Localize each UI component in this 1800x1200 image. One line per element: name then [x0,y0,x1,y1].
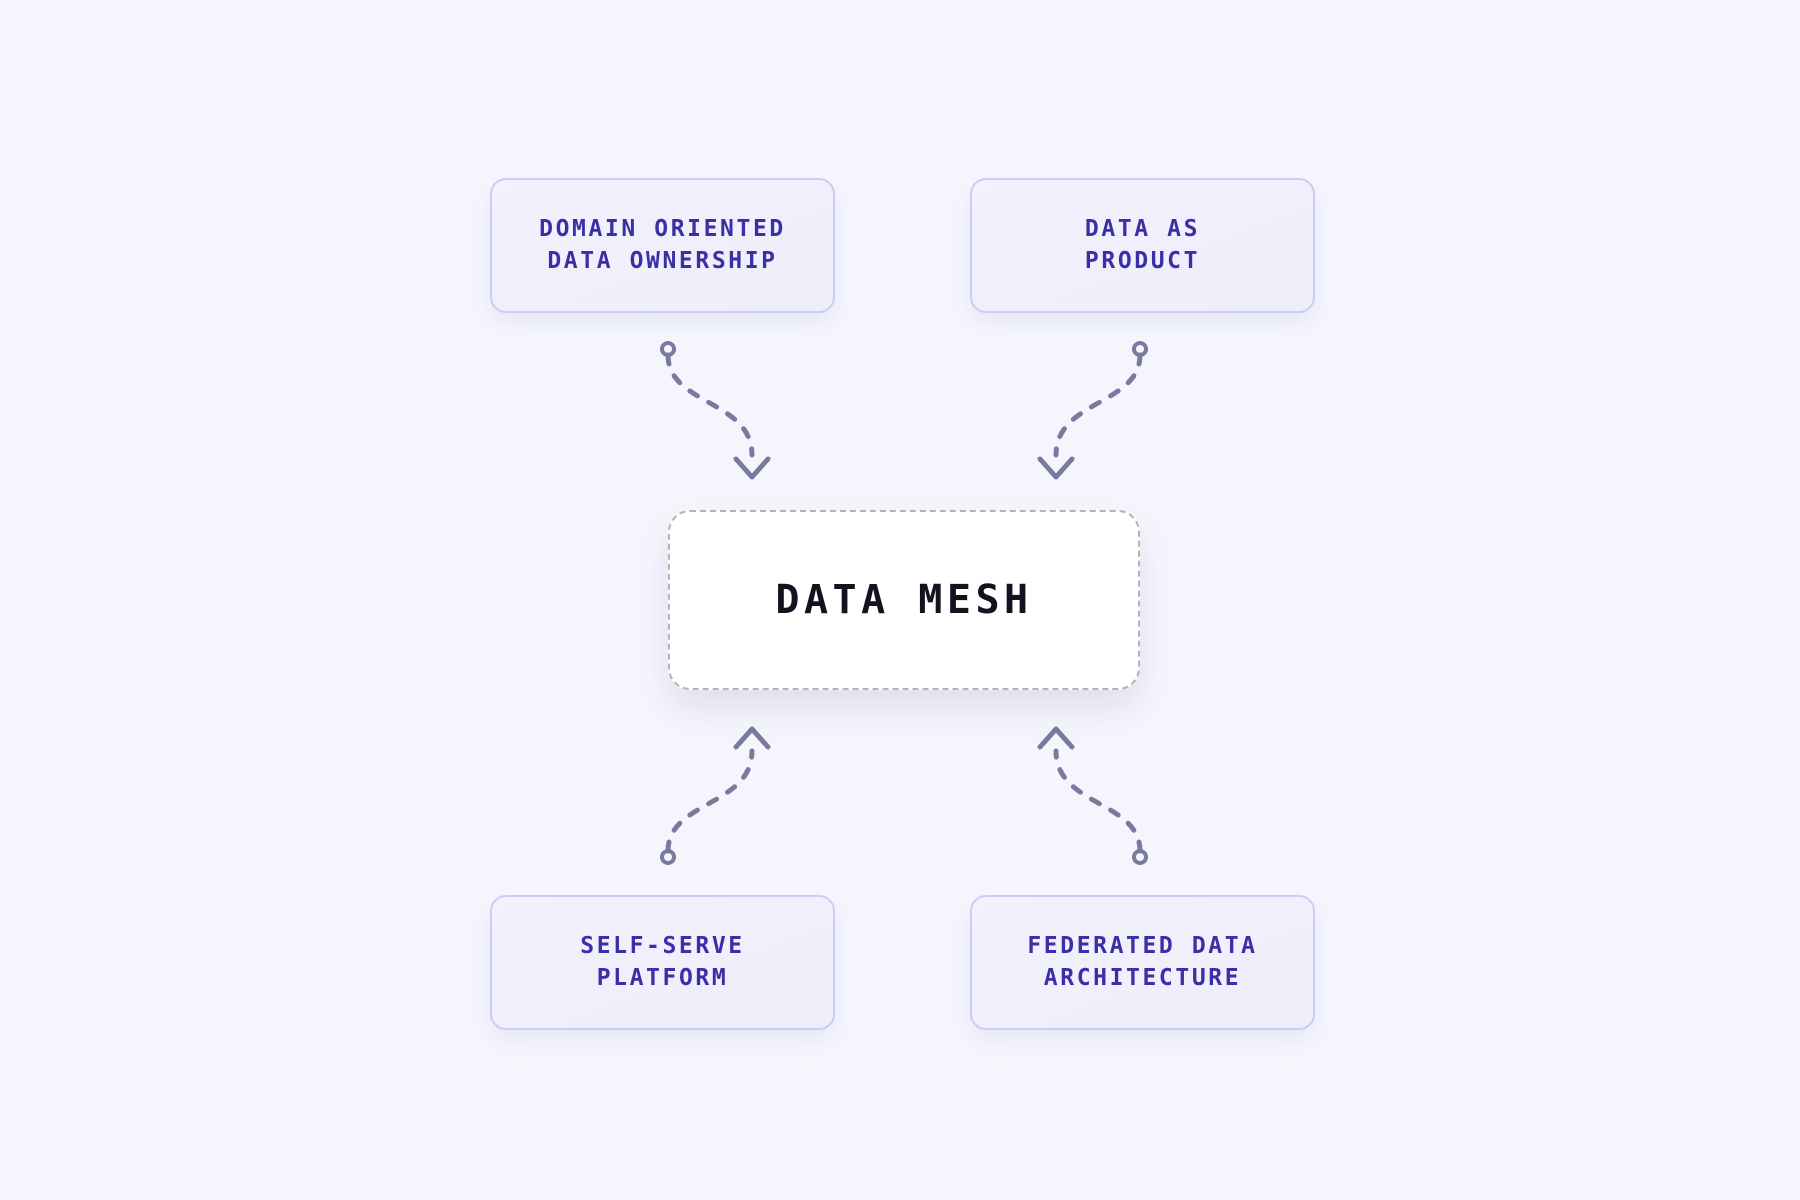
node-federated-data-architecture[interactable]: FEDERATED DATA ARCHITECTURE [970,895,1315,1030]
node-label: DATA AS PRODUCT [1084,215,1201,274]
node-domain-oriented-data-ownership[interactable]: DOMAIN ORIENTED DATA OWNERSHIP [490,178,835,313]
connector-federated-data-architecture [1037,726,1148,865]
connector-start-ring [660,849,676,865]
node-label: FEDERATED DATA ARCHITECTURE [1027,932,1258,991]
node-data-mesh-center[interactable]: DATA MESH [668,510,1140,690]
connector-self-serve-platform [660,726,771,865]
node-self-serve-platform[interactable]: SELF-SERVE PLATFORM [490,895,835,1030]
connector-arrowhead-icon [733,456,771,480]
node-label: DOMAIN ORIENTED DATA OWNERSHIP [539,215,786,274]
connector-arrowhead-icon [1037,456,1075,480]
connector-start-ring [1132,849,1148,865]
connector-domain-oriented-data-ownership [660,341,771,480]
node-data-as-product[interactable]: DATA AS PRODUCT [970,178,1315,313]
connector-path [1053,352,1143,458]
center-node-label: DATA MESH [775,577,1033,623]
connector-start-ring [660,341,676,357]
connector-arrowhead-icon [733,726,771,750]
connector-start-ring [1132,341,1148,357]
connector-path [665,352,755,458]
connector-path [1053,748,1143,854]
connector-data-as-product [1037,341,1148,480]
node-label: SELF-SERVE PLATFORM [580,932,745,991]
connector-arrowhead-icon [1037,726,1075,750]
connector-path [665,748,755,854]
